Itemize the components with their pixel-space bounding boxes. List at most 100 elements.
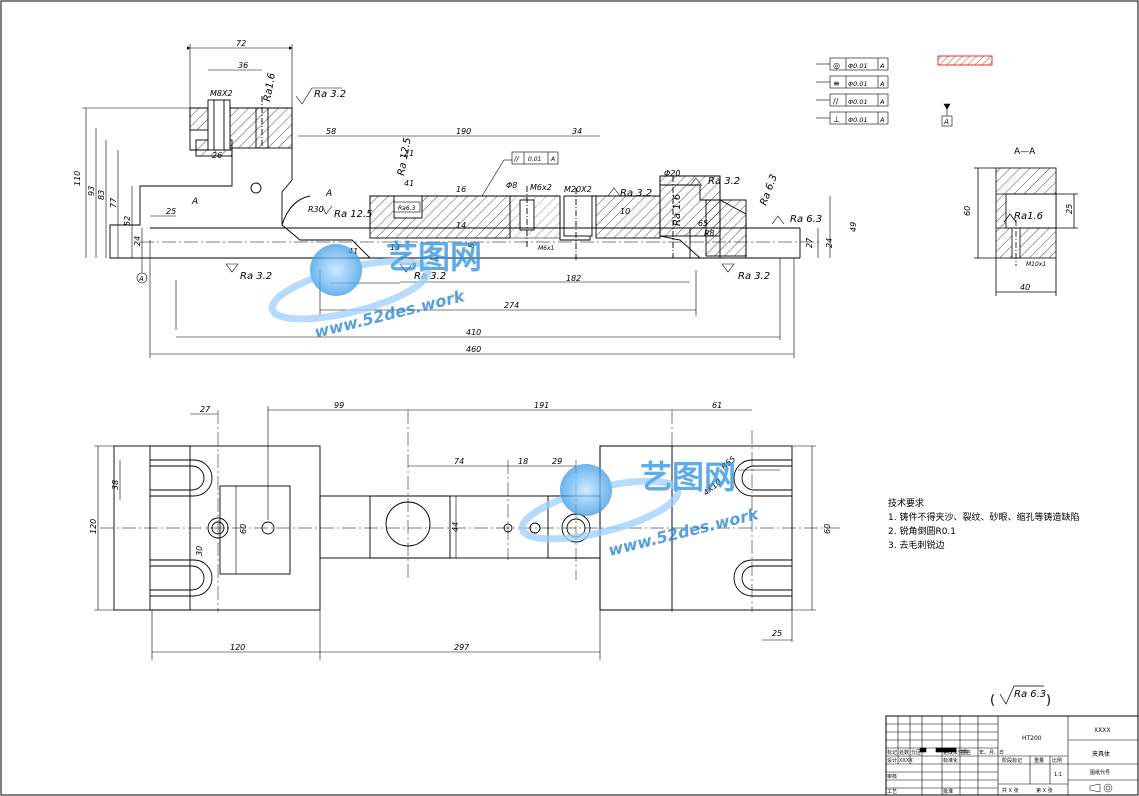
dim-410: 410 [466, 328, 481, 337]
section-rough-ra16: Ra1.6 [1014, 211, 1043, 222]
tb-header-6: 年、月、日 [979, 749, 1004, 756]
gdt-row-4 [816, 111, 889, 125]
general-roughness-open: ( [990, 693, 995, 708]
gdt-value-2: Φ0.01 [848, 80, 868, 88]
gdt-datum-1: A [879, 62, 884, 70]
tb-drawing-no: 图纸代号 [1090, 769, 1110, 776]
plan-dim-191: 191 [534, 401, 549, 410]
dim-274: 274 [504, 301, 519, 310]
dim-16: 16 [456, 185, 466, 194]
svg-text://: // [513, 155, 519, 163]
tech-req-item-2: 2. 锐角倒圆R0.1 [888, 525, 956, 537]
gdt-value-3: Φ0.01 [848, 98, 868, 106]
dim-m8x2: M8X2 [210, 89, 233, 98]
datum-symbol-letter: A [943, 118, 949, 126]
title-block [885, 715, 1139, 796]
hatch-center-1 [369, 195, 511, 239]
plan-dim-61: 61 [712, 401, 722, 410]
section-aa-text: A—A 60 25 40 Ra1.6 M10x1 [963, 147, 1074, 292]
plan-view [100, 410, 840, 612]
plan-slot-top-left [150, 459, 213, 497]
plan-dim-25: 25 [772, 629, 782, 638]
dim-24: 24 [133, 236, 142, 246]
watermark-2-brand: 艺图网 [640, 458, 736, 496]
rough-ra125-left: Ra 12.5 [334, 209, 373, 220]
tb-scale-label: 比例 [1052, 757, 1062, 764]
rough-ra63-box: Ra6.3 [398, 205, 416, 212]
dim-26: 26 [212, 151, 222, 160]
watermark-1: 艺图网 www.52des.work [268, 238, 482, 342]
tech-req-title: 技术要求 [888, 497, 924, 509]
general-roughness-ra: Ra 6.3 [1014, 689, 1046, 700]
gdt-row-2 [816, 75, 889, 89]
gdt-row-3 [816, 93, 889, 107]
front-dims [82, 44, 831, 358]
tb-header-5: 签名 [961, 749, 971, 756]
dim-72: 72 [236, 39, 246, 48]
title-block-text: 标记 处数 分区 更改文件号 签名 年、月、日 设计 XXXX 标准化 审核 工… [887, 727, 1113, 795]
plan-dim-120b: 120 [230, 643, 245, 652]
gdt-value-4: Φ0.01 [848, 116, 868, 124]
dim-13: 13 [390, 243, 400, 252]
gdt-datum-2: A [879, 80, 884, 88]
rough-ra32-br: Ra 3.2 [738, 271, 770, 282]
dim-m20x2: M20X2 [564, 185, 592, 194]
dim-58: 58 [326, 127, 336, 136]
dim-93: 93 [87, 186, 96, 196]
tb-weight-label: 重量 [1034, 757, 1044, 764]
dim-14: 14 [456, 221, 466, 230]
dim-phi8: Φ8 [506, 181, 517, 190]
gdt-symbol-1: ◎ [833, 61, 840, 70]
front-section-view [109, 96, 820, 262]
tb-sheets: 共 X 张 [1002, 787, 1019, 794]
tb-part-name: 夹具体 [1092, 750, 1110, 758]
dim-24r: 24 [825, 238, 834, 248]
plan-dim-74: 74 [454, 457, 464, 466]
tech-req-item-3: 3. 去毛刺锐边 [888, 539, 944, 551]
tb-code-top: XXXX [1094, 727, 1110, 734]
rough-ra32-bl: Ra 3.2 [240, 271, 272, 282]
plan-dim-30: 30 [195, 546, 204, 556]
tech-req-item-1: 1. 铸件不得夹沙、裂纹、砂眼、缩孔等铸造缺陷 [888, 511, 1079, 523]
hatch-left-1 [189, 107, 209, 131]
gdt-symbol-3: // [833, 97, 839, 106]
datum-symbol [941, 103, 953, 127]
plan-dim-99: 99 [334, 401, 344, 410]
dim-49: 49 [849, 222, 858, 232]
tb-stage-label: 阶段标记 [1002, 757, 1022, 764]
plan-dim-29: 29 [552, 457, 562, 466]
tol-parallel-ref: A [550, 156, 555, 163]
section-label-a-left: A [191, 197, 198, 207]
tb-standard-label: 标准化 [943, 757, 958, 764]
rough-ra32-r: Ra 3.2 [708, 176, 740, 187]
tb-material: HT200 [1022, 735, 1042, 742]
dim-10: 10 [620, 207, 630, 216]
dim-27: 27 [805, 237, 814, 248]
gdt-datum-3: A [879, 98, 884, 106]
dim-83: 83 [97, 190, 106, 200]
section-m10x1: M10x1 [1026, 261, 1046, 268]
plan-slot-bottom-left [150, 559, 213, 597]
general-roughness-close: ) [1046, 693, 1051, 708]
tb-scale-value: 1:1 [1054, 772, 1062, 778]
tb-sheet-no: 第 X 张 [1036, 787, 1053, 794]
gdt-datum-4: A [879, 116, 884, 124]
dim-52: 52 [123, 216, 132, 226]
plan-dim-297: 297 [454, 643, 470, 652]
rough-ra32-top: Ra 3.2 [314, 89, 346, 100]
rough-ra63-r: Ra 6.3 [790, 214, 822, 225]
dim-190: 190 [456, 127, 471, 136]
dim-41-box: 41 [404, 179, 414, 188]
plan-center-rib [319, 495, 601, 559]
tb-header-3: 分区 [911, 749, 921, 756]
dim-36: 36 [238, 61, 248, 70]
rough-ra16-tl: Ra1.6 [262, 72, 278, 102]
section-dim-60: 60 [963, 206, 972, 216]
hatch-sample [937, 55, 993, 66]
dim-460: 460 [466, 345, 481, 354]
gdt-symbol-2: ≡ [833, 79, 840, 88]
plan-slot-bottom-right [733, 559, 792, 597]
tb-approve-label: 批准 [943, 788, 953, 795]
